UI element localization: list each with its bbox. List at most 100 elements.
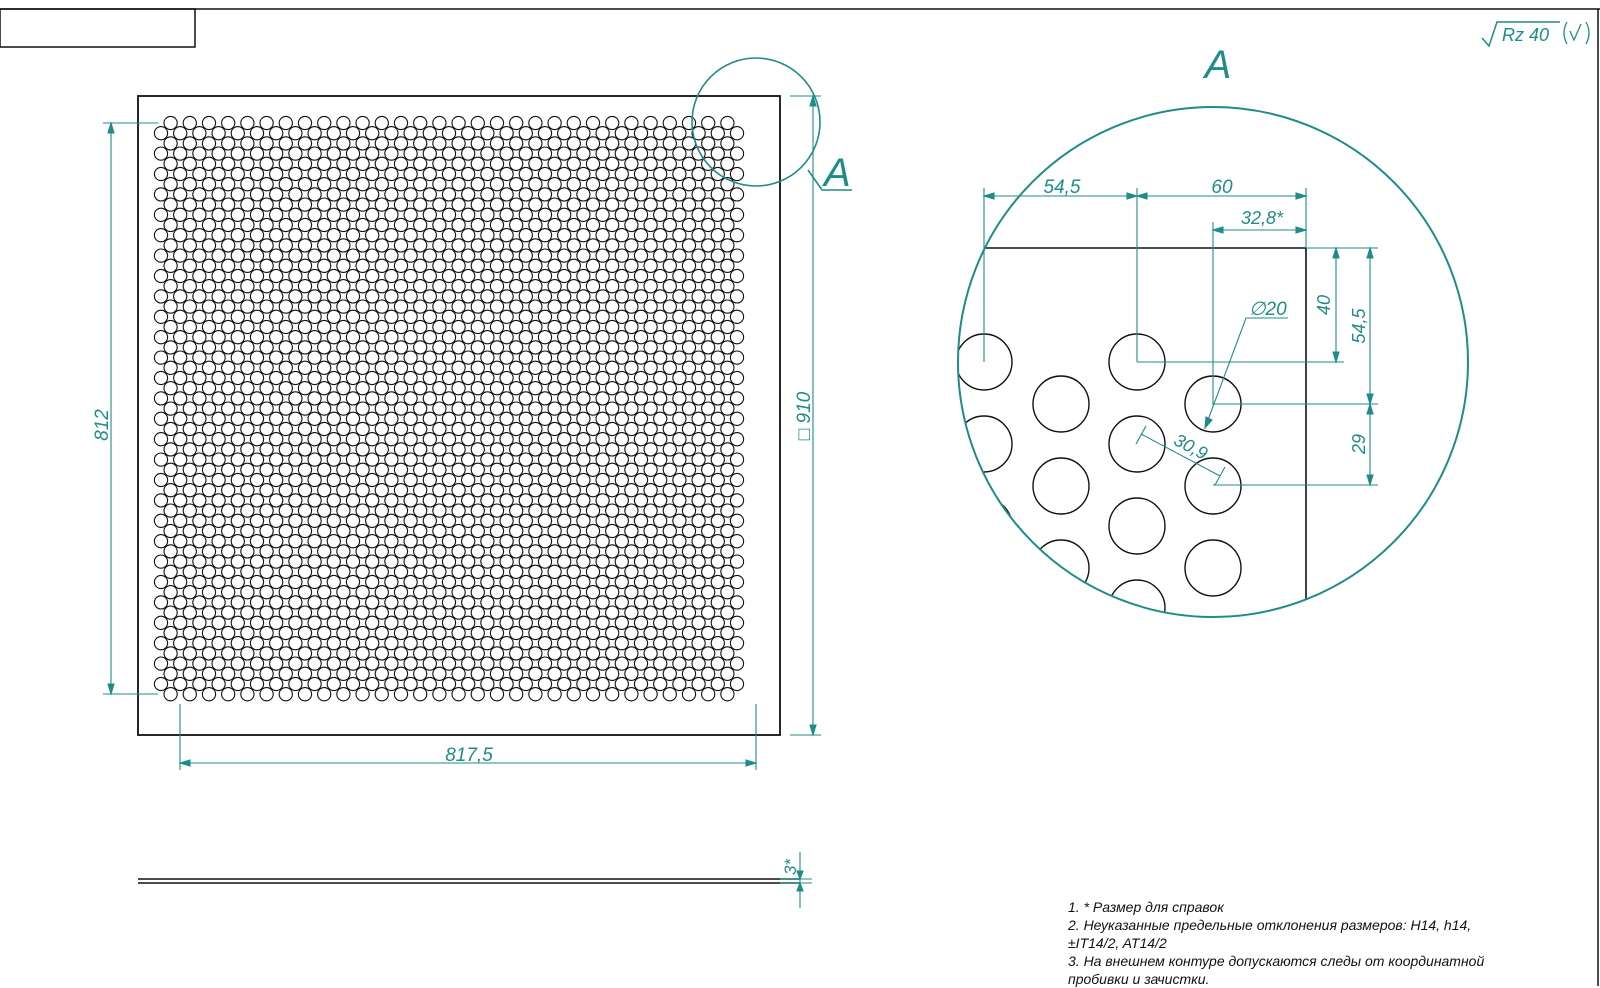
perforation-hole [451, 646, 466, 661]
perforation-hole [192, 330, 207, 345]
perforation-hole [653, 146, 668, 161]
perforation-hole [566, 238, 581, 253]
perforation-hole [153, 493, 169, 508]
perforation-hole [413, 319, 428, 335]
perforation-hole [681, 340, 697, 355]
perforation-hole [269, 636, 284, 651]
perforation-hole [403, 513, 418, 528]
perforation-hole [307, 330, 322, 345]
perforation-hole [681, 605, 697, 620]
perforation-hole [557, 452, 572, 467]
perforation-hole [432, 503, 447, 518]
perforation-hole [605, 177, 620, 192]
perforation-hole [297, 544, 313, 559]
perforation-hole [480, 146, 495, 161]
perforation-hole [326, 656, 341, 671]
perforation-hole [518, 636, 533, 651]
perforation-hole [633, 534, 649, 549]
perforation-hole [288, 676, 303, 692]
perforation-hole [441, 472, 457, 488]
perforation-hole [413, 421, 428, 437]
perforation-hole [355, 544, 370, 559]
perforation-hole [461, 595, 476, 610]
perforation-hole [269, 534, 284, 549]
perforation-hole [566, 666, 581, 681]
perforation-hole [153, 513, 169, 528]
perforation-hole [384, 146, 399, 161]
perforation-hole [336, 340, 351, 355]
perforation-hole [557, 370, 572, 386]
perforation-hole [480, 309, 495, 324]
perforation-hole [413, 442, 428, 457]
perforation-hole [403, 207, 418, 222]
perforation-hole [595, 330, 610, 345]
perforation-hole [528, 605, 543, 620]
detail-a-callout-label: A [822, 151, 851, 195]
perforation-hole [278, 421, 293, 437]
perforation-hole [192, 493, 207, 508]
perforation-hole [403, 370, 418, 386]
perforation-hole [451, 258, 466, 273]
perforation-hole [566, 646, 581, 661]
perforation-hole [720, 340, 735, 355]
perforation-hole [518, 391, 533, 406]
perforation-hole [422, 187, 437, 202]
perforation-hole [701, 156, 716, 171]
perforation-hole [422, 554, 437, 569]
perforation-hole [701, 258, 716, 273]
perforation-hole [365, 656, 380, 671]
perforation-hole [278, 687, 293, 702]
perforation-hole [201, 319, 217, 335]
perforation-hole [307, 574, 322, 590]
perforation-hole [557, 534, 572, 549]
perforation-hole [461, 268, 476, 284]
perforation-hole [653, 350, 668, 365]
perforation-hole [432, 605, 447, 620]
perforation-hole [422, 493, 437, 508]
perforation-hole [691, 452, 706, 467]
perforation-hole [297, 605, 313, 620]
perforation-hole [336, 605, 351, 620]
detail-hole [1185, 622, 1241, 678]
perforation-hole [624, 666, 639, 681]
perforation-hole [518, 513, 533, 528]
perforation-hole [403, 615, 418, 630]
perforation-hole [595, 676, 610, 692]
perforation-hole [240, 401, 255, 416]
perforation-hole [691, 615, 706, 630]
perforation-hole [326, 636, 341, 651]
perforation-hole [432, 217, 447, 233]
perforation-hole [163, 156, 178, 171]
perforation-hole [317, 381, 332, 396]
perforation-hole [701, 462, 716, 477]
perforation-hole [710, 207, 725, 222]
perforation-hole [643, 564, 658, 579]
perforation-hole [278, 381, 293, 396]
perforation-hole [345, 452, 361, 467]
perforation-hole [633, 391, 649, 406]
perforation-hole [173, 228, 188, 243]
perforation-hole [643, 279, 658, 294]
perforation-hole [297, 462, 313, 477]
perforation-hole [432, 360, 447, 375]
perforation-hole [307, 493, 322, 508]
perforation-hole [422, 309, 437, 324]
dim-54-5-right: 54,5 [1349, 308, 1369, 344]
perforation-hole [374, 523, 389, 539]
perforation-hole [701, 217, 716, 233]
perforation-hole [288, 452, 303, 467]
perforation-hole [201, 646, 217, 661]
perforation-hole [729, 574, 745, 590]
perforation-hole [729, 126, 745, 141]
perforation-hole [182, 687, 197, 702]
perforation-hole [537, 615, 553, 630]
perforation-hole [557, 554, 572, 569]
perforation-hole [336, 666, 351, 681]
perforation-hole [393, 136, 409, 151]
perforation-hole [470, 585, 485, 600]
perforation-hole [461, 166, 476, 182]
perforation-hole [153, 534, 169, 549]
perforation-hole [413, 279, 428, 294]
perforation-hole [230, 268, 245, 284]
perforation-hole [393, 605, 409, 620]
